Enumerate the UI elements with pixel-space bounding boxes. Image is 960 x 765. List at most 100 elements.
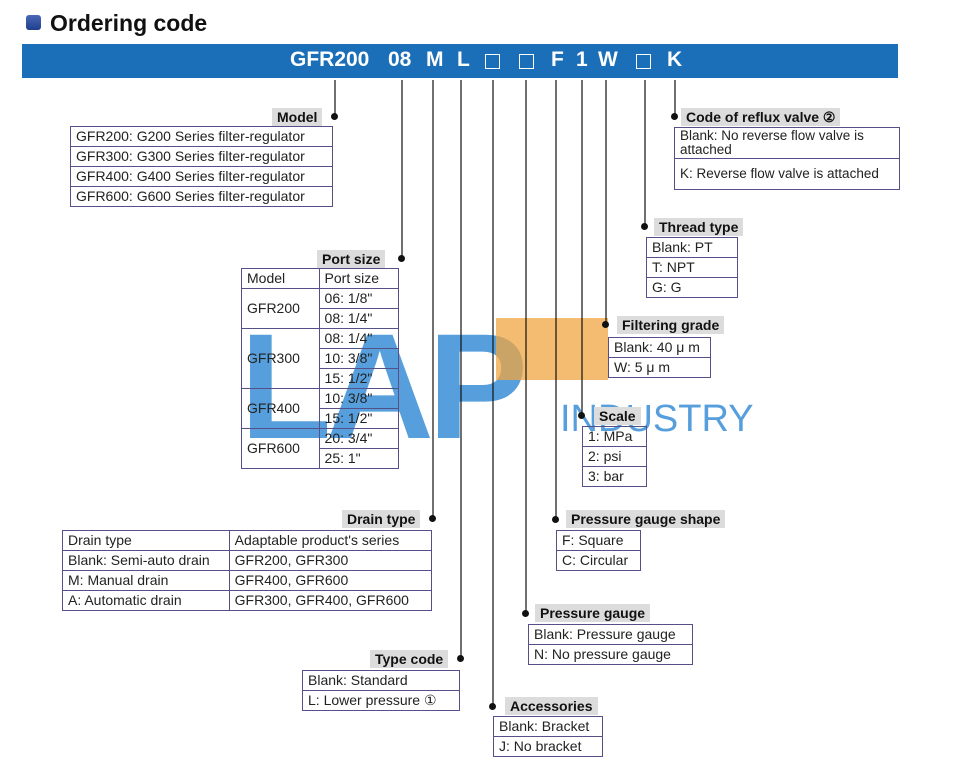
- filtering-row: W: 5 μ m: [608, 357, 711, 378]
- port-col-size: Port size: [318, 268, 400, 289]
- table-row: Blank: Semi-auto drain GFR200, GFR300: [62, 550, 433, 571]
- type-code-label: Type code: [370, 650, 449, 668]
- thread-label: Thread type: [654, 218, 744, 236]
- drain-col-series: Adaptable product's series: [228, 530, 433, 551]
- dot-drain-type: [429, 515, 436, 522]
- accessories-table: Blank: Bracket J: No bracket: [493, 716, 603, 757]
- dot-gauge-shape: [552, 516, 559, 523]
- type-code-table: Blank: Standard L: Lower pressure ①: [302, 670, 460, 711]
- gauge-shape-table: F: Square C: Circular: [556, 530, 641, 571]
- code-port-size: 08: [388, 48, 412, 71]
- pressure-gauge-row: Blank: Pressure gauge: [528, 624, 693, 645]
- port-model-cell: GFR200: [241, 288, 320, 329]
- table-row: Blank: Pressure gauge: [528, 624, 693, 645]
- code-drain-type: M: [426, 48, 444, 71]
- table-row: Blank: PT: [646, 237, 738, 258]
- table-row: Blank: Standard: [302, 670, 460, 691]
- port-size-cell: 20: 3/4": [318, 428, 400, 449]
- table-row: GFR600 20: 3/4": [241, 428, 400, 469]
- thread-table: Blank: PT T: NPT G: G: [646, 237, 738, 298]
- table-row: G: G: [646, 277, 738, 298]
- code-pressure-gauge-box: [519, 54, 534, 69]
- dot-pressure-gauge: [522, 610, 529, 617]
- model-row: GFR600: G600 Series filter-regulator: [70, 186, 333, 207]
- drain-series-cell: GFR200, GFR300: [228, 550, 433, 571]
- port-size-label: Port size: [317, 250, 386, 268]
- table-row: C: Circular: [556, 550, 641, 571]
- scale-table: 1: MPa 2: psi 3: bar: [582, 426, 647, 487]
- gauge-shape-label: Pressure gauge shape: [566, 510, 726, 528]
- filtering-row: Blank: 40 μ m: [608, 337, 711, 358]
- table-row: GFR200 06: 1/8": [241, 288, 400, 329]
- reflux-row: K: Reverse flow valve is attached: [674, 158, 900, 190]
- table-row: Drain type Adaptable product's series: [62, 530, 433, 551]
- dot-accessories: [489, 703, 496, 710]
- drain-series-cell: GFR300, GFR400, GFR600: [228, 590, 433, 611]
- thread-row: G: G: [646, 277, 738, 298]
- drain-type-cell: A: Automatic drain: [62, 590, 230, 611]
- port-size-cell: 10: 3/8": [318, 348, 400, 369]
- code-scale: 1: [576, 48, 588, 71]
- table-row: GFR300: G300 Series filter-regulator: [70, 146, 333, 167]
- port-size-cell: 10: 3/8": [318, 388, 400, 409]
- table-row: GFR200: G200 Series filter-regulator: [70, 126, 333, 147]
- table-row: K: Reverse flow valve is attached: [674, 158, 900, 190]
- watermark-orange-block: [496, 318, 608, 380]
- scale-label: Scale: [594, 407, 641, 425]
- accessories-row: Blank: Bracket: [493, 716, 603, 737]
- pressure-gauge-row: N: No pressure gauge: [528, 644, 693, 665]
- accessories-row: J: No bracket: [493, 736, 603, 757]
- code-reflux: K: [667, 48, 683, 71]
- table-row: F: Square: [556, 530, 641, 551]
- port-size-cell: 15: 1/2": [318, 408, 400, 429]
- scale-row: 1: MPa: [582, 426, 647, 447]
- pressure-gauge-table: Blank: Pressure gauge N: No pressure gau…: [528, 624, 693, 665]
- port-model-cell: GFR600: [241, 428, 320, 469]
- dot-thread: [641, 223, 648, 230]
- table-row: Blank: No reverse flow valve is attached: [674, 127, 900, 159]
- reflux-row: Blank: No reverse flow valve is attached: [674, 127, 900, 159]
- table-row: T: NPT: [646, 257, 738, 278]
- dot-type-code: [457, 655, 464, 662]
- pressure-gauge-label: Pressure gauge: [535, 604, 651, 622]
- scale-row: 2: psi: [582, 446, 647, 467]
- gauge-shape-row: F: Square: [556, 530, 641, 551]
- type-code-row: L: Lower pressure ①: [302, 690, 460, 711]
- table-row: A: Automatic drain GFR300, GFR400, GFR60…: [62, 590, 433, 611]
- model-row: GFR200: G200 Series filter-regulator: [70, 126, 333, 147]
- type-code-row: Blank: Standard: [302, 670, 460, 691]
- drain-col-type: Drain type: [62, 530, 230, 551]
- filtering-table: Blank: 40 μ m W: 5 μ m: [608, 337, 711, 378]
- drain-series-cell: GFR400, GFR600: [228, 570, 433, 591]
- table-row: 25: 1": [242, 448, 400, 469]
- table-row: 2: psi: [582, 446, 647, 467]
- port-size-cell: 06: 1/8": [318, 288, 400, 309]
- drain-type-label: Drain type: [342, 510, 421, 528]
- port-size-table: Model Port size GFR200 06: 1/8" 08: 1/4"…: [241, 268, 400, 469]
- table-row: 1: MPa: [582, 426, 647, 447]
- ordering-code-bar: GFR200 08 M L F 1 W K: [22, 44, 898, 78]
- filtering-label: Filtering grade: [617, 316, 725, 334]
- table-row: Blank: 40 μ m: [608, 337, 711, 358]
- thread-row: T: NPT: [646, 257, 738, 278]
- gauge-shape-row: C: Circular: [556, 550, 641, 571]
- model-row: GFR300: G300 Series filter-regulator: [70, 146, 333, 167]
- port-size-cell: 08: 1/4": [318, 328, 400, 349]
- table-row: GFR400: G400 Series filter-regulator: [70, 166, 333, 187]
- port-size-cell: 25: 1": [318, 448, 400, 469]
- page-title: Ordering code: [50, 10, 208, 36]
- code-model: GFR200: [290, 48, 370, 71]
- code-gauge-shape: F: [551, 48, 564, 71]
- reflux-label: Code of reflux valve ②: [681, 108, 841, 126]
- port-model-cell: GFR300: [241, 328, 320, 389]
- header-square-icon: [26, 15, 41, 30]
- table-row: J: No bracket: [493, 736, 603, 757]
- table-row: M: Manual drain GFR400, GFR600: [62, 570, 433, 591]
- table-row: GFR600: G600 Series filter-regulator: [70, 186, 333, 207]
- port-size-cell: 08: 1/4": [318, 308, 400, 329]
- table-row: W: 5 μ m: [608, 357, 711, 378]
- dot-model: [331, 113, 338, 120]
- port-size-cell: 15: 1/2": [318, 368, 400, 389]
- table-row: 08: 1/4": [242, 308, 400, 329]
